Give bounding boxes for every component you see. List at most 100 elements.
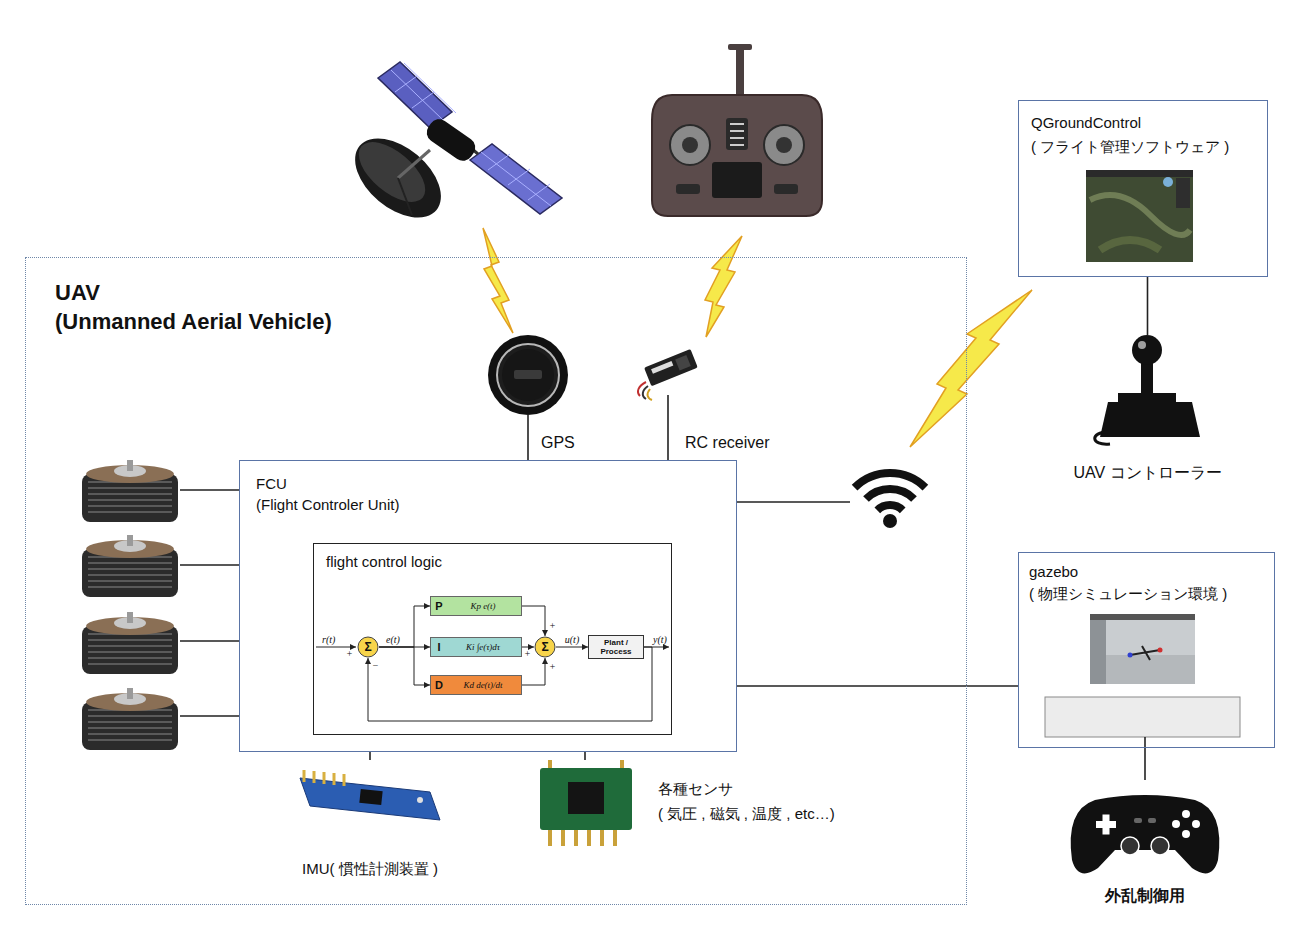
gps-antenna-icon [488,335,568,415]
rc-transmitter-icon [670,125,710,165]
joystick-icon [1138,341,1146,349]
node-title: FCU [256,473,287,494]
motor-group [82,535,178,597]
joystick-icon [1100,402,1200,437]
map-screenshot [1086,170,1193,177]
rc-transmitter-icon [682,137,698,153]
node-subtitle: (Unmanned Aerial Vehicle) [55,307,332,336]
connector-line [1144,748,1146,780]
node-title: IMU( 慣性計測装置 ) [302,860,438,879]
imu-board-icon [300,770,440,820]
radio-link-bolt [705,236,742,337]
imu-board-icon [417,797,423,803]
wifi-icon [737,473,925,528]
gamepad-icon [1134,818,1142,823]
signal-line [316,647,356,648]
radio-link-bolt [483,228,513,333]
gps-antenna-icon [488,335,568,415]
map-screenshot [1163,177,1173,187]
connector-line [522,606,545,636]
wifi-icon [855,473,926,488]
node-subtitle: ( 物理シミュレーション環境 ) [1029,583,1227,605]
gamepad-icon [1121,837,1139,855]
rc-transmitter-icon [730,124,744,145]
simulator-screenshot [1130,646,1160,660]
satellite-icon [481,152,551,206]
signal-label: y(t) [653,634,667,645]
satellite-icon [340,62,562,233]
junction-circle [535,637,555,657]
rc-receiver-icon [651,361,673,374]
disturbance-gamepad: 外乱制御用 [1070,780,1220,880]
wifi-icon [866,489,914,499]
sensor-board-icon [550,760,622,768]
gamepad-icon [1182,810,1190,818]
node-subtitle: (Flight Controler Unit) [256,494,399,515]
summing-junction: Σ [534,636,556,658]
rc-transmitter-icon [728,44,752,50]
rc-receiver-icon [638,349,698,400]
motor-group [180,490,239,716]
system-boundary: UAV(Unmanned Aerial Vehicle) GPS RC receiv… [25,257,967,905]
connector-line [584,752,586,760]
sensor-board-icon [540,760,632,846]
simulator-screenshot [1158,648,1163,653]
simulator-screenshot [1090,614,1195,620]
signal-label: r(t) [322,634,335,645]
imu-board-icon [300,778,440,820]
connector-line [379,606,430,647]
rc-transmitter-icon [652,95,822,216]
node-title: RC receiver [685,434,769,452]
node-title: I [431,640,447,654]
connector-line [556,647,588,648]
node-subtitle: ( フライト管理ソフトウェア ) [1031,135,1229,159]
node-title: Σ [364,641,371,653]
rc-receiver-module: RC receiver [640,340,696,395]
node-subtitle: ( 気圧 , 磁気 , 温度 , etc…) [658,805,835,824]
satellite-icon [398,150,430,178]
simulator-box: gazebo( 物理シミュレーション環境 ) [1018,552,1275,748]
node-title: 外乱制御用 [1105,886,1185,907]
gps-antenna-icon [514,370,542,379]
node-title: GPS [541,434,575,452]
connector-group [368,277,1148,780]
node-title: UAV [55,278,100,307]
node-title: P [431,599,447,613]
gamepad-icon [1192,820,1200,828]
connector-line [737,685,1018,687]
node-title: QGroundControl [1031,111,1141,135]
connector-line [522,658,545,685]
sensor-board-icon [540,768,632,830]
rc-receiver-icon [644,349,698,386]
connector-line [522,647,534,648]
satellite-icon [423,115,479,164]
node-title: flight control logic [326,551,442,572]
joystick-icon [1095,335,1200,444]
plant-block: Plant / Process [588,635,644,659]
node-title: D [431,678,447,692]
gps-module: GPS [488,335,568,415]
rc-transmitter-icon [736,48,744,98]
simulator-screenshot [1090,614,1195,684]
node-subtitle: Kp e(t) [447,600,521,612]
node-subtitle: Ki ∫e(τ)dτ [447,641,521,653]
motor-group [82,460,239,750]
gamepad-icon [1148,818,1156,823]
connector-line [369,752,371,760]
rc-receiver-icon [675,355,691,371]
summing-junction: Σ [357,636,379,658]
satellite-icon [391,63,456,120]
sign-label: + [549,661,556,672]
sign-label: + [346,648,353,659]
wifi-icon [877,505,902,510]
sign-label: + [524,648,531,659]
control-logic-box: flight control logicΣ PKp e(t) IKi ∫e(τ)dτ… [313,543,672,735]
rc-transmitter-icon [774,184,798,194]
placeholder-panel [1045,697,1240,737]
node-title: UAV コントローラー [1073,463,1221,484]
map-screenshot [1086,170,1193,262]
gamepad-icon [1071,795,1220,873]
junction-circle [358,637,378,657]
